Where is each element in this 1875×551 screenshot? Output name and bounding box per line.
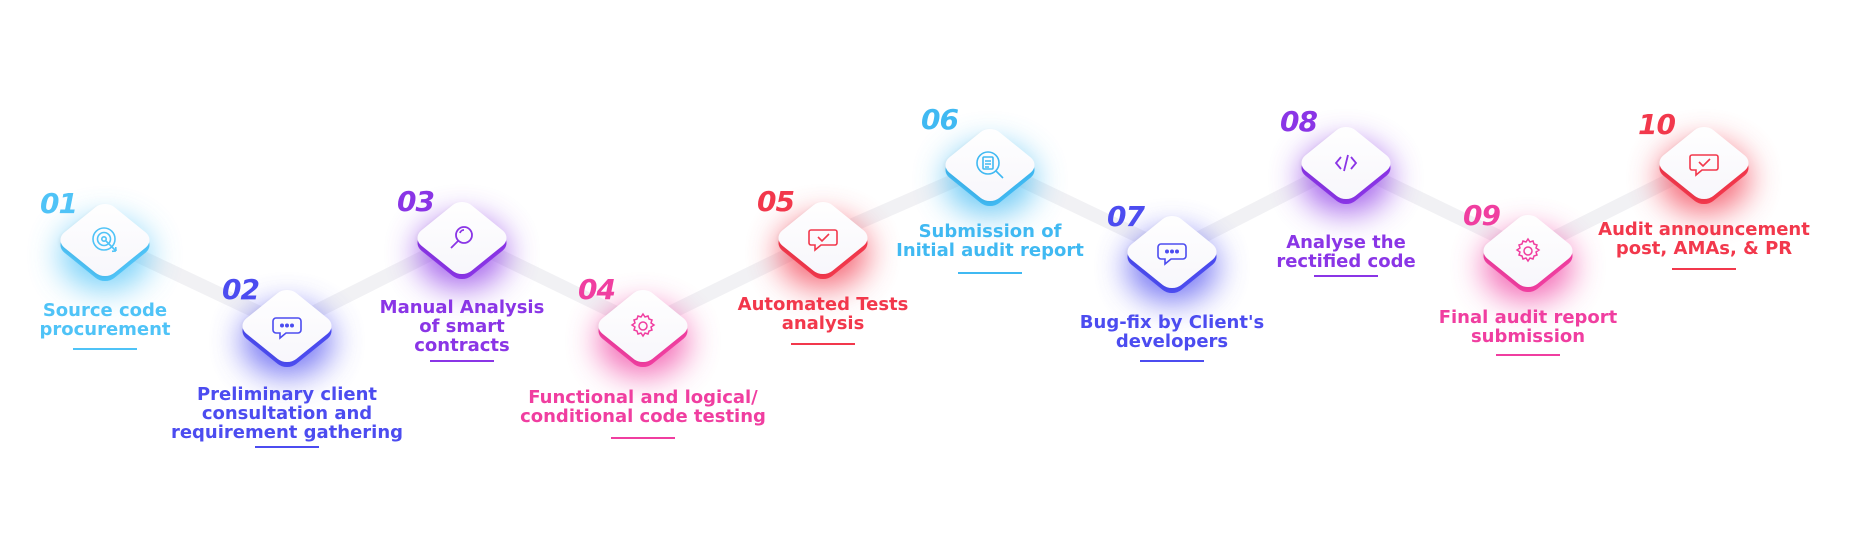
chat-check-icon bbox=[1686, 145, 1722, 181]
step-number: 09 bbox=[1463, 199, 1501, 232]
step-number: 04 bbox=[578, 273, 616, 306]
step-label: Automated Tests analysis bbox=[737, 294, 909, 334]
step-tile bbox=[920, 95, 1060, 235]
step-underline bbox=[1496, 354, 1560, 356]
step-label: Audit announcement post, AMAs, & PR bbox=[1598, 219, 1810, 259]
step-tile bbox=[392, 168, 532, 308]
step-underline bbox=[430, 360, 494, 362]
step-number: 03 bbox=[397, 185, 435, 218]
gear-icon bbox=[1510, 233, 1546, 269]
step-label: Manual Analysis of smart contracts bbox=[379, 297, 545, 356]
step-label: Source code procurement bbox=[39, 300, 171, 340]
step-number: 08 bbox=[1280, 105, 1318, 138]
step-tile bbox=[1634, 93, 1774, 233]
step-underline bbox=[1314, 275, 1378, 277]
step-number: 10 bbox=[1638, 108, 1676, 141]
step-underline bbox=[1140, 360, 1204, 362]
code-icon bbox=[1328, 145, 1364, 181]
magnifier-icon bbox=[444, 220, 480, 256]
step-number: 05 bbox=[757, 185, 795, 218]
step-tile bbox=[217, 256, 357, 396]
step-underline bbox=[791, 343, 855, 345]
chat-check-icon bbox=[805, 220, 841, 256]
step-tile bbox=[1102, 182, 1242, 322]
gear-icon bbox=[625, 308, 661, 344]
chat-icon bbox=[1154, 234, 1190, 270]
step-underline bbox=[611, 437, 675, 439]
step-label: Preliminary client consultation and requ… bbox=[170, 384, 404, 443]
step-number: 07 bbox=[1107, 200, 1145, 233]
step-label: Analyse the rectified code bbox=[1276, 232, 1416, 272]
step-label: Submission of Initial audit report bbox=[896, 221, 1084, 261]
step-tile bbox=[35, 170, 175, 310]
step-number: 06 bbox=[921, 103, 959, 136]
step-label: Final audit report submission bbox=[1438, 307, 1618, 347]
step-underline bbox=[1672, 268, 1736, 270]
report-search-icon bbox=[972, 147, 1008, 183]
step-tile bbox=[753, 168, 893, 308]
chat-icon bbox=[269, 308, 305, 344]
step-number: 02 bbox=[222, 273, 260, 306]
step-tile bbox=[1458, 181, 1598, 321]
target-icon bbox=[87, 222, 123, 258]
step-label: Bug-fix by Client's developers bbox=[1079, 312, 1265, 352]
step-underline bbox=[73, 348, 137, 350]
step-underline bbox=[958, 272, 1022, 274]
step-tile bbox=[573, 256, 713, 396]
step-underline bbox=[255, 446, 319, 448]
step-label: Functional and logical/ conditional code… bbox=[520, 387, 766, 427]
step-number: 01 bbox=[40, 187, 78, 220]
step-tile bbox=[1276, 93, 1416, 233]
